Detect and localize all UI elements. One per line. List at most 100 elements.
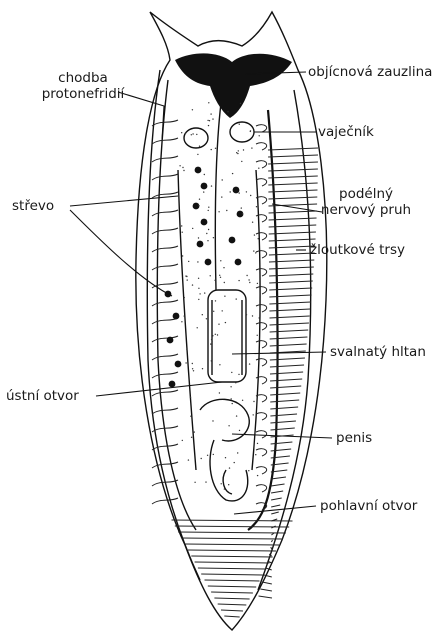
stipple-dot xyxy=(207,455,208,456)
stipple-dot xyxy=(228,484,229,485)
stipple-dot xyxy=(212,335,213,336)
stipple-dot xyxy=(215,300,216,301)
stipple-dot xyxy=(237,153,238,154)
transverse-stroke xyxy=(270,344,307,346)
stipple-dot xyxy=(203,191,204,192)
stipple-dot xyxy=(236,415,237,416)
stipple-dot xyxy=(215,334,216,335)
posterior-stroke xyxy=(185,544,280,545)
transverse-stroke xyxy=(269,302,311,304)
stipple-dot xyxy=(192,133,193,134)
stipple-dot xyxy=(258,238,259,239)
stipple-dot xyxy=(243,149,244,150)
stipple-dot xyxy=(246,191,247,192)
stipple-dot xyxy=(188,459,189,460)
stipple-dot xyxy=(181,225,182,226)
stipple-dot xyxy=(223,267,224,268)
stipple-dot xyxy=(225,322,226,323)
stipple-dot xyxy=(179,165,180,166)
stipple-dot xyxy=(220,277,221,278)
stipple-dot xyxy=(188,261,189,262)
stipple-dot xyxy=(181,321,182,322)
label-pohlavni-otvor: pohlavní otvor xyxy=(320,498,417,514)
stipple-dot xyxy=(252,222,253,223)
stipple-dot xyxy=(190,416,191,417)
gut-cell xyxy=(195,167,202,174)
transverse-stroke xyxy=(268,183,317,185)
transverse-stroke xyxy=(259,596,272,598)
stipple-dot xyxy=(211,339,212,340)
transverse-stroke xyxy=(269,211,317,213)
stipple-dot xyxy=(222,179,223,180)
posterior-stroke xyxy=(208,586,256,587)
posterior-stroke xyxy=(175,526,289,527)
pharynx-shape xyxy=(208,290,246,382)
posterior-stroke xyxy=(224,616,239,617)
copulatory-apparatus xyxy=(200,399,249,501)
transverse-stroke xyxy=(268,162,318,164)
posterior-stroke xyxy=(214,598,249,599)
stipple-dot xyxy=(238,150,239,151)
transverse-stroke xyxy=(271,540,272,542)
label-zloutkove-trsy: žloutkové trsy xyxy=(310,242,405,258)
stipple-dot xyxy=(204,174,205,175)
stipple-dot xyxy=(249,282,250,283)
posterior-stroke xyxy=(178,532,286,533)
stipple-dot xyxy=(219,392,220,393)
label-chodba-protonefridii: chodba protonefridií xyxy=(38,70,128,102)
gut-cell xyxy=(235,259,242,266)
stipple-dot xyxy=(259,286,260,287)
stipple-dot xyxy=(228,425,229,426)
stipple-dot xyxy=(246,275,247,276)
stipple-dot xyxy=(238,374,239,375)
gut-diverticulum xyxy=(152,318,267,330)
stipple-dot xyxy=(250,195,251,196)
stipple-dot xyxy=(224,296,225,297)
stipple-dot xyxy=(199,199,200,200)
leader-penis xyxy=(232,434,332,438)
stipple-dot xyxy=(197,154,198,155)
stipple-dot xyxy=(191,437,192,438)
transverse-stroke xyxy=(270,428,294,430)
stipple-dot xyxy=(204,292,205,293)
stipple-dot xyxy=(182,232,183,233)
posterior-stroke xyxy=(211,592,253,593)
transverse-stroke xyxy=(262,582,272,584)
stipple-dot xyxy=(198,237,199,238)
transverse-stroke xyxy=(271,498,282,500)
stipple-dot xyxy=(236,152,237,153)
posterior-stroke xyxy=(195,562,270,563)
label-svalnaty-hltan: svalnatý hltan xyxy=(330,344,426,360)
gut-diverticulum xyxy=(152,264,267,276)
gut-diverticulum xyxy=(152,174,267,186)
stipple-dot xyxy=(227,111,228,112)
stipple-dot xyxy=(225,457,226,458)
gut-cell xyxy=(205,259,212,266)
stipple-dot xyxy=(206,318,207,319)
stipple-dot xyxy=(192,368,193,369)
gut-cell xyxy=(197,241,204,248)
stipple-dot xyxy=(199,293,200,294)
stipple-dot xyxy=(196,134,197,135)
transverse-stroke xyxy=(270,365,304,367)
gut-cell xyxy=(233,187,240,194)
label-vajecnik: vaječník xyxy=(318,124,374,140)
stipple-dot xyxy=(240,103,241,104)
gut-diverticulum xyxy=(152,210,267,222)
stipple-dot xyxy=(209,120,210,121)
posterior-stroke xyxy=(218,604,247,605)
gut-diverticulum xyxy=(152,228,267,240)
stipple-dot xyxy=(255,454,256,455)
stipple-dot xyxy=(241,207,242,208)
stipple-dot xyxy=(219,364,220,365)
stipple-dot xyxy=(252,315,253,316)
label-podelny-line2: nervový pruh xyxy=(316,202,416,218)
stipple-dot xyxy=(235,382,236,383)
stipple-dot xyxy=(248,279,249,280)
gut-diverticulum xyxy=(152,426,267,438)
stipple-dot xyxy=(222,310,223,311)
stipple-dot xyxy=(239,192,240,193)
transverse-stroke xyxy=(270,358,305,360)
stipple-dot xyxy=(234,462,235,463)
